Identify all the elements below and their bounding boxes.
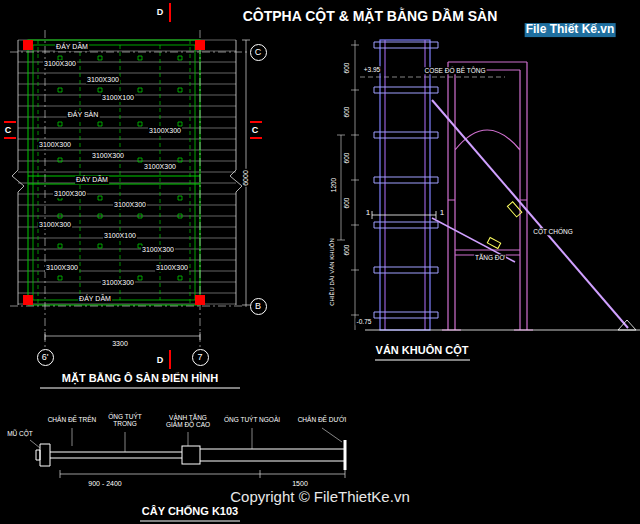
joist-line bbox=[38, 40, 190, 305]
label: ỐNG TUÝT TRONG bbox=[104, 413, 146, 428]
label: MŨ CỘT bbox=[6, 430, 34, 437]
section-line bbox=[372, 211, 436, 219]
label: ĐÁY DẦM bbox=[55, 43, 89, 51]
inner-tube bbox=[50, 452, 182, 458]
break-line bbox=[12, 40, 242, 305]
dimension: 600 bbox=[343, 106, 350, 119]
label: +3.95 bbox=[363, 66, 381, 73]
label: ỐNG TUÝT NGOÀI bbox=[223, 416, 281, 423]
label: CỘT CHỐNG bbox=[532, 228, 574, 235]
scaffold-frame bbox=[442, 62, 533, 330]
height-collar bbox=[182, 446, 200, 464]
label: 3100X300 bbox=[45, 264, 79, 272]
section-letter: C bbox=[4, 125, 13, 135]
label: 3100X300 bbox=[43, 60, 77, 68]
label: 1 bbox=[439, 208, 445, 217]
label: COSE ĐỔ BÊ TÔNG bbox=[424, 67, 487, 74]
label: 3100X300 bbox=[143, 163, 177, 171]
axis-bubble: 7 bbox=[192, 349, 209, 366]
dimension: 600 bbox=[343, 62, 350, 75]
diagonal-prop bbox=[432, 100, 628, 328]
label: ĐÁY SÀN bbox=[67, 111, 100, 119]
label: 3100X300 bbox=[86, 76, 120, 84]
label: CHÂN ĐẾ DƯỚI bbox=[297, 416, 348, 423]
dimension: 600 bbox=[343, 152, 350, 165]
label: 1 bbox=[365, 208, 371, 217]
slab-lines bbox=[18, 40, 236, 304]
section-letter: C bbox=[251, 125, 260, 135]
dimension: 3300 bbox=[111, 340, 129, 348]
label: 3100X300 bbox=[101, 279, 135, 287]
axis-name: 6' bbox=[42, 353, 49, 362]
label: TĂNG ĐƠ bbox=[474, 254, 506, 261]
label: CHÂN ĐẾ TRÊN bbox=[47, 416, 98, 423]
label: 3100X300 bbox=[113, 201, 147, 209]
label: VÀNH TĂNG GIẢM ĐỘ CAO bbox=[160, 414, 217, 429]
base-plate bbox=[344, 440, 347, 470]
label: 3100X300 bbox=[141, 246, 175, 254]
axis-bubble: 6' bbox=[37, 349, 54, 366]
label: 3100X300 bbox=[38, 141, 72, 149]
column-board bbox=[380, 40, 430, 330]
dimension: 600 bbox=[343, 197, 350, 210]
label: ĐÁY DẦM bbox=[78, 295, 112, 303]
leader-line bbox=[30, 428, 342, 452]
dimension-line bbox=[45, 40, 250, 340]
beam-outline bbox=[33, 45, 195, 300]
turnbuckle bbox=[487, 238, 500, 249]
axis-bubble: C bbox=[250, 44, 267, 61]
column-board bbox=[385, 40, 425, 330]
prop-collar bbox=[507, 202, 521, 217]
watermark: Copyright © FileThietKe.vn bbox=[229, 488, 410, 505]
label: ĐÁY DẦM bbox=[75, 176, 109, 184]
dimension: 900 - 2400 bbox=[87, 480, 122, 488]
view-title: MẶT BẰNG Ô SÀN ĐIỂN HÌNH bbox=[61, 372, 219, 385]
dimension: 1500 bbox=[291, 480, 309, 488]
axis-name: C bbox=[255, 48, 262, 57]
watermark: File Thiết Kế.vn bbox=[525, 23, 616, 37]
ground-line bbox=[365, 320, 640, 330]
beam-outline bbox=[28, 40, 200, 305]
dimension-line bbox=[337, 40, 359, 330]
dimension: 600 bbox=[343, 244, 350, 257]
axis-line bbox=[10, 52, 250, 306]
dimension-line bbox=[60, 470, 345, 478]
label: 3100X300 bbox=[91, 152, 125, 160]
title-underline bbox=[40, 388, 240, 389]
view-title: VÁN KHUÔN CỘT bbox=[375, 344, 470, 357]
axis-bubble: B bbox=[250, 298, 267, 315]
drawing-title: CÔTPHA CỘT & MẶT BẰNG DẦM SÀN bbox=[242, 8, 499, 24]
label: CHIỀU DÀI VÁN KHUÔN bbox=[329, 237, 336, 307]
label: 3100X300 bbox=[148, 127, 182, 135]
view-title: CÂY CHỐNG K103 bbox=[141, 505, 239, 518]
label: 3100X100 bbox=[101, 94, 135, 102]
title-underline bbox=[375, 360, 470, 361]
dimension: 6000 bbox=[242, 169, 250, 187]
beam-line bbox=[28, 176, 200, 184]
label: 3100X100 bbox=[103, 232, 137, 240]
dimension: 1200 bbox=[330, 177, 337, 193]
axis-line bbox=[45, 30, 200, 348]
section-letter: D bbox=[156, 7, 165, 17]
column-yoke bbox=[374, 42, 438, 318]
axis-name: 7 bbox=[197, 353, 202, 362]
level-line bbox=[360, 77, 505, 78]
section-mark bbox=[4, 3, 262, 369]
label: 3100X300 bbox=[53, 190, 87, 198]
label: -0.75 bbox=[356, 318, 373, 325]
prop-cap bbox=[36, 444, 50, 466]
label: 3100X300 bbox=[38, 221, 72, 229]
title-underline bbox=[140, 521, 240, 522]
label: 3100X300 bbox=[155, 264, 189, 272]
axis-name: B bbox=[255, 302, 261, 311]
tie-brace bbox=[432, 218, 515, 262]
column-square bbox=[23, 40, 205, 305]
section-letter: D bbox=[156, 355, 165, 365]
prop-square bbox=[58, 56, 182, 280]
outer-tube bbox=[200, 449, 345, 461]
